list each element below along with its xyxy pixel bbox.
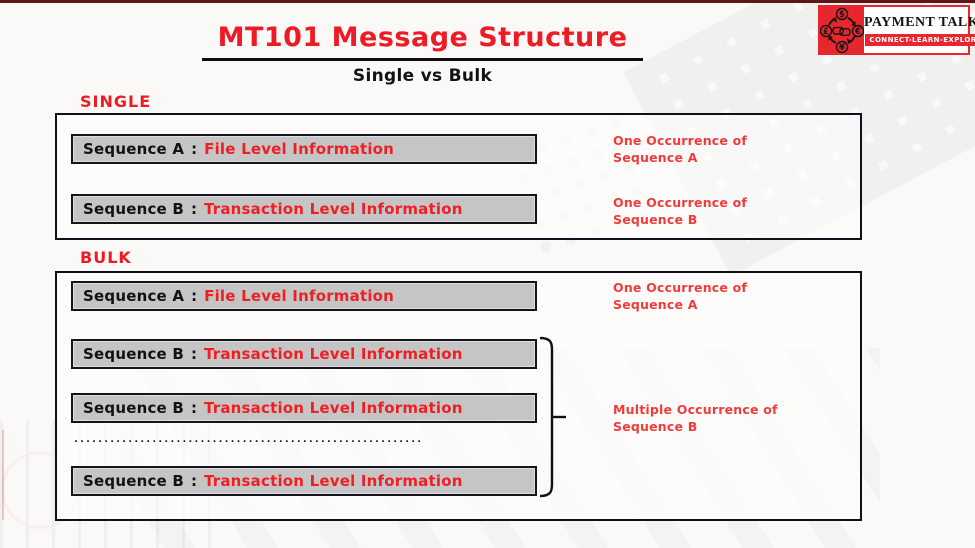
annotation-line: One Occurrence of [613,280,748,295]
sequence-b-group-bracket [539,336,566,498]
page-subtitle: Single vs Bulk [352,66,493,86]
dotted-separator: ........................................… [73,436,423,445]
header: MT101 Message Structure Single vs Bulk [0,22,845,86]
bulk-sequence-b-box-1: Sequence B : Transaction Level Informati… [71,339,537,369]
bulk-seq-a-annotation: One Occurrence of Sequence A [613,280,747,314]
sequence-separator: : [191,287,198,305]
annotation-line: Sequence A [613,296,698,312]
sequence-name: Sequence A [83,140,185,158]
currency-dollar-glyph: $ [839,10,845,20]
sequence-name: Sequence B [83,399,184,417]
sequence-separator: : [191,140,198,158]
currency-pound-glyph: £ [823,27,829,37]
single-section-box: Sequence A : File Level Information Sequ… [55,113,862,240]
annotation-line: One Occurrence of [613,133,748,148]
bulk-section-box: Sequence A : File Level Information Sequ… [55,271,862,521]
annotation-line: Multiple Occurrence of [613,402,778,417]
sequence-separator: : [190,345,197,363]
annotation-line: Sequence A [613,149,698,165]
sequence-name: Sequence B [83,345,184,363]
sequence-name: Sequence B [83,200,184,218]
currency-cycle-icon: $ € ¥ £ [820,7,864,53]
currency-euro-glyph: € [854,27,861,37]
sequence-separator: : [190,200,197,218]
bulk-sequence-b-box-2: Sequence B : Transaction Level Informati… [71,393,537,423]
sequence-description: File Level Information [204,287,395,305]
single-section-label: SINGLE [80,92,152,111]
single-sequence-b-box: Sequence B : Transaction Level Informati… [71,194,537,224]
payment-talks-logo: $ € ¥ £ PAYMENT TALKS CONNECT-LEARN-EXPL… [818,5,975,55]
handshake-icon [832,26,851,36]
top-border-line [0,0,975,3]
logo-tagline-badge: CONNECT-LEARN-EXPLORE [865,33,975,46]
sequence-description: Transaction Level Information [203,345,463,363]
annotation-line: One Occurrence of [613,195,748,210]
single-seq-a-annotation: One Occurrence of Sequence A [613,133,747,167]
sequence-name: Sequence B [83,472,184,490]
sequence-separator: : [190,472,197,490]
sequence-description: Transaction Level Information [203,399,463,417]
single-sequence-a-box: Sequence A : File Level Information [71,134,537,164]
bulk-section-label: BULK [80,248,132,267]
bulk-sequence-a-box: Sequence A : File Level Information [71,281,537,311]
bulk-seq-b-annotation: Multiple Occurrence of Sequence B [613,402,778,436]
sequence-name: Sequence A [83,287,185,305]
bulk-sequence-b-box-3: Sequence B : Transaction Level Informati… [71,466,537,496]
currency-yen-glyph: ¥ [839,43,845,53]
annotation-line: Sequence B [613,211,698,227]
annotation-line: Sequence B [613,418,698,434]
logo-brand-text: PAYMENT TALKS [864,14,975,30]
sequence-separator: : [190,399,197,417]
sequence-description: Transaction Level Information [203,200,463,218]
logo-text-block: PAYMENT TALKS CONNECT-LEARN-EXPLORE [864,7,975,53]
sequence-description: Transaction Level Information [203,472,463,490]
single-seq-b-annotation: One Occurrence of Sequence B [613,195,747,229]
sequence-description: File Level Information [204,140,395,158]
page-title: MT101 Message Structure [201,22,644,61]
background-red-line [2,430,4,520]
